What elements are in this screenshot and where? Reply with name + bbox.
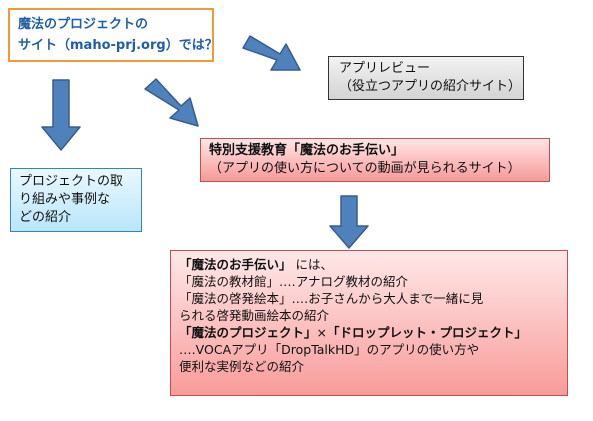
special-support-subtitle: （アプリの使い方についての動画が見られるサイト） [209,161,521,176]
app-review-title: アプリレビュー [339,61,431,76]
special-support-box: 特別支援教育「魔法のお手伝い」 （アプリの使い方についての動画が見られるサイト） [200,138,550,182]
detail-item3-desc2: 便利な実例などの紹介 [179,359,305,374]
detail-heading-rest: には、 [291,257,333,272]
detail-item2-desc: ‥‥お子さんから大人まで一緒に見 [291,291,484,306]
detail-heading: 「魔法のお手伝い」 には、 [179,256,559,273]
detail-item1-desc: ‥‥アナログ教材の紹介 [279,274,408,289]
project-intro-line1: プロジェクトの取 [19,174,124,189]
detail-item3-times: × [316,325,327,340]
site-question-line1: 魔法のプロジェクトの [18,17,149,32]
detail-item1: 「魔法の教材館」‥‥アナログ教材の紹介 [179,273,559,290]
arrow-down-center [329,195,369,249]
site-question-line2: サイト（maho-prj.org）では？ [18,35,218,56]
detail-item2: 「魔法の啓発絵本」‥‥お子さんから大人まで一緒に見 [179,290,559,307]
arrow-diagonal-upright [242,35,301,71]
app-review-subtitle: （役立つアプリの紹介サイト） [339,79,522,94]
detail-heading-bold: 「魔法のお手伝い」 [179,257,292,272]
detail-item2-name: 「魔法の啓発絵本」 [179,291,292,306]
site-suffix: ）では？ [165,38,218,53]
detail-item1-name: 「魔法の教材館」 [179,274,280,289]
project-intro-box: プロジェクトの取 り組みや事例な どの紹介 [10,168,142,232]
site-prefix: サイト（ [18,38,71,53]
project-intro-line2: り組みや事例な [19,192,111,207]
otetsudai-detail-box: 「魔法のお手伝い」 には、 「魔法の教材館」‥‥アナログ教材の紹介 「魔法の啓発… [170,250,568,396]
app-review-box: アプリレビュー （役立つアプリの紹介サイト） [328,56,524,100]
arrow-diagonal-center [144,78,199,127]
detail-item2-cont: られる啓発動画絵本の紹介 [179,308,330,323]
site-url: maho-prj.org [70,38,166,53]
detail-item3-name2: 「ドロップレット・プロジェクト」 [327,325,528,340]
project-intro-line3: どの紹介 [19,210,72,225]
detail-item3-desc: ‥‥VOCAアプリ「DropTalkHD」のアプリの使い方や [179,342,480,357]
arrow-down-left [41,79,81,151]
site-question-box: 魔法のプロジェクトの サイト（maho-prj.org）では？ [8,8,218,62]
detail-item3-name1: 「魔法のプロジェクト」 [179,325,317,340]
detail-item3: 「魔法のプロジェクト」×「ドロップレット・プロジェクト」 [179,324,559,341]
special-support-title: 特別支援教育「魔法のお手伝い」 [209,143,405,158]
